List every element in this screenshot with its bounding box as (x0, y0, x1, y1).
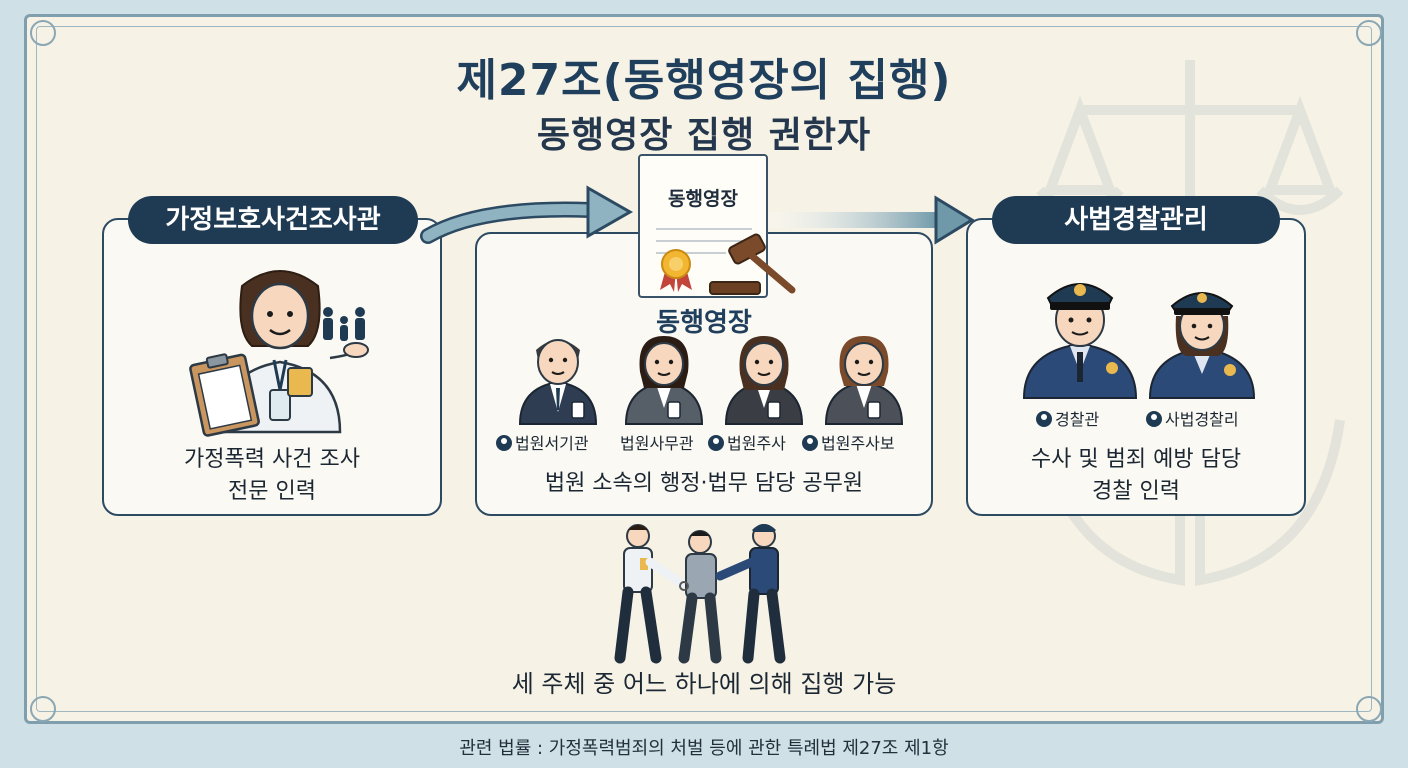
court-official-icon (824, 336, 904, 425)
corner-ornament (30, 20, 56, 46)
corner-ornament (30, 696, 56, 722)
role-tag-court-clerk: 법원서기관 (496, 430, 589, 454)
middle-description: 법원 소속의 행정·법무 담당 공무원 (544, 471, 864, 496)
gavel-icon (709, 233, 796, 295)
role-label: 경찰관 (1055, 410, 1100, 429)
role-tag-judicial-police-agent: 사법경찰리 (1146, 406, 1239, 430)
role-tag-court-junior-assistant: 법원주사보 (802, 430, 895, 454)
document-line (656, 252, 726, 254)
page-subtitle: 동행영장 집행 권한자 (536, 115, 872, 156)
person-icon (802, 435, 818, 451)
role-tag-court-secretary: 법원사무관 (620, 430, 694, 454)
right-description-line2: 경찰 인력 (1092, 479, 1180, 504)
panel-judicial-police (966, 218, 1306, 516)
investigator-illustration (189, 270, 369, 437)
role-label: 법원주사보 (821, 434, 895, 453)
right-description: 수사 및 범죄 예방 담당 경찰 인력 (966, 444, 1306, 508)
family-icon (323, 307, 365, 341)
page-title: 제27조(동행영장의 집행) (456, 55, 952, 106)
document-line (656, 240, 752, 242)
person-icon (1036, 411, 1052, 427)
role-tag-police-officer: 경찰관 (1036, 406, 1099, 430)
person-icon (1146, 411, 1162, 427)
seal-ribbon-icon (660, 249, 692, 292)
corner-ornament (1356, 20, 1382, 46)
left-description-line2: 전문 인력 (228, 479, 316, 504)
police-officer-icon (1148, 292, 1256, 399)
person-icon (708, 435, 724, 451)
police-officer-icon (1022, 283, 1138, 399)
left-description: 가정폭력 사건 조사 전문 인력 (102, 444, 442, 508)
court-official-icon (624, 336, 704, 425)
role-label: 법원서기관 (515, 434, 589, 453)
court-official-icon (518, 339, 598, 425)
warrant-label: 동행영장 (656, 308, 752, 338)
footer-legal-note: 관련 법률 : 가정폭력범죄의 처벌 등에 관한 특례법 제27조 제1항 (459, 738, 949, 759)
corner-ornament (1356, 696, 1382, 722)
document-title: 동행영장 (668, 188, 738, 210)
role-label: 사법경찰리 (1165, 410, 1239, 429)
header-family-investigator: 가정보호사건조사관 (128, 196, 418, 244)
document-line (656, 228, 752, 230)
inner-frame (36, 26, 1372, 712)
court-official-icon (724, 336, 804, 425)
role-tag-court-assistant: 법원주사 (708, 430, 786, 454)
arrow-left-to-warrant-icon (420, 185, 634, 244)
right-description-line1: 수사 및 범죄 예방 담당 (1030, 447, 1242, 472)
arrow-warrant-to-right-icon (768, 195, 975, 245)
left-description-line1: 가정폭력 사건 조사 (184, 447, 360, 472)
role-label: 법원사무관 (620, 434, 694, 453)
role-label: 법원주사 (727, 434, 786, 453)
header-judicial-police: 사법경찰관리 (992, 196, 1280, 244)
bottom-caption: 세 주체 중 어느 하나에 의해 집행 가능 (511, 670, 897, 698)
warrant-document: 동행영장 (638, 154, 768, 298)
person-icon (496, 435, 512, 451)
escort-scene-illustration (614, 524, 786, 664)
